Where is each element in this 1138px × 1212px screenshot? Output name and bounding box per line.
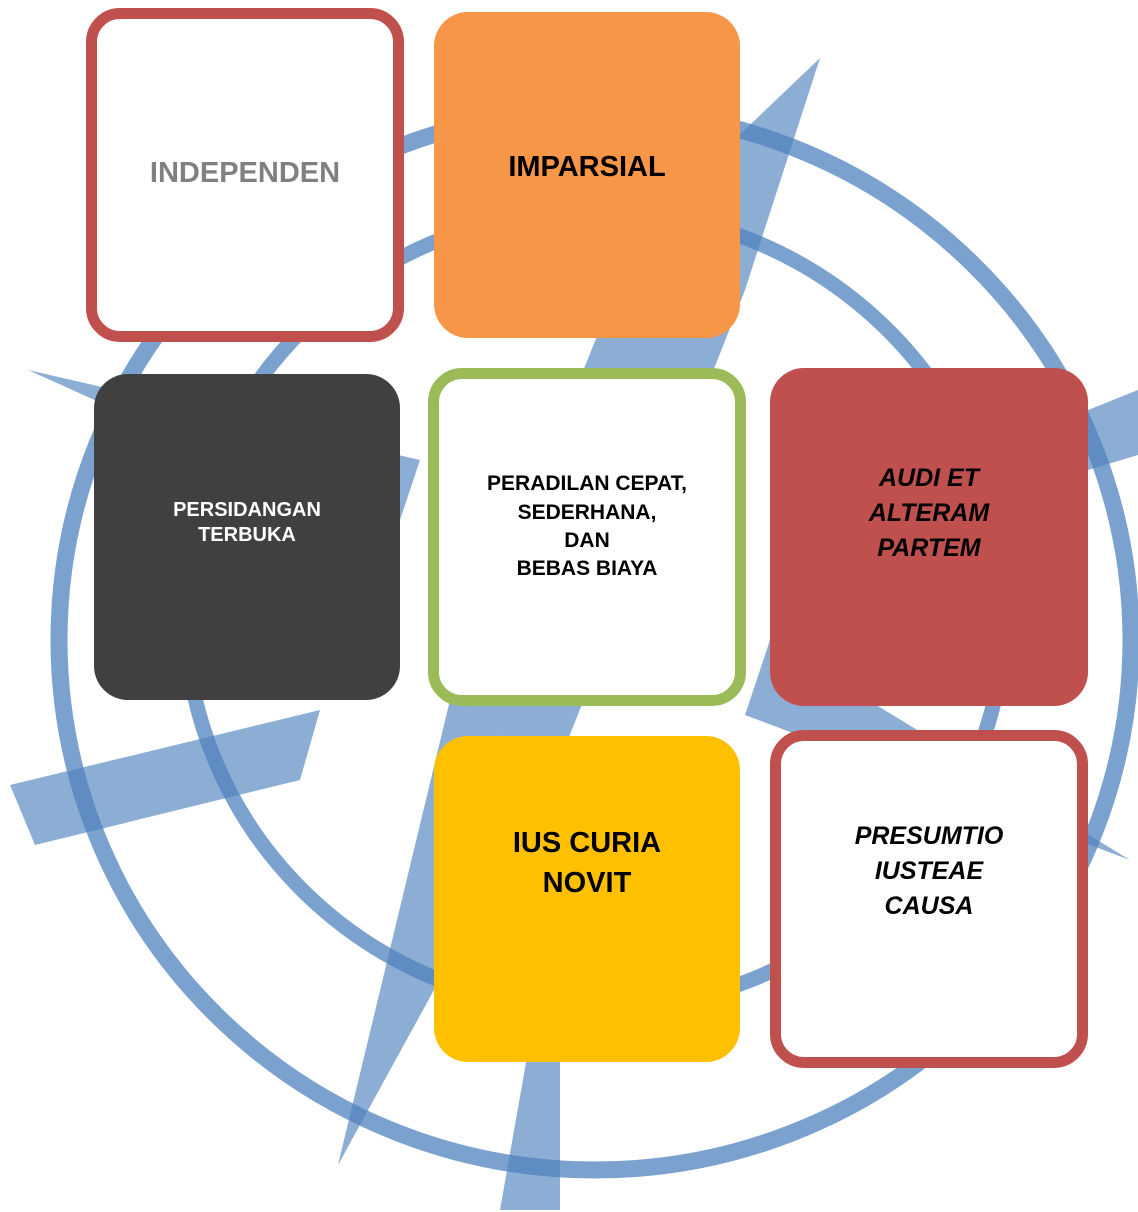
box-peradilan-cepat: PERADILAN CEPAT, SEDERHANA, DAN BEBAS BI… <box>428 368 746 706</box>
box-ius-curia-novit: IUS CURIA NOVIT <box>434 736 740 1062</box>
box-persidangan-label: PERSIDANGAN TERBUKA <box>173 499 321 546</box>
box-independen-label: INDEPENDEN <box>149 156 341 189</box>
box-ius-label: IUS CURIA NOVIT <box>512 826 662 899</box>
box-imparsial-label: IMPARSIAL <box>508 150 666 183</box>
compass-arm-left <box>10 710 320 845</box>
box-audi-label: AUDI ET ALTERAM PARTEM <box>868 463 990 562</box>
box-independen: INDEPENDEN <box>86 8 404 342</box>
compass-arm-bottom <box>500 1040 560 1210</box>
box-peradilan-label: PERADILAN CEPAT, SEDERHANA, DAN BEBAS BI… <box>487 472 687 581</box>
box-presumtio-label: PRESUMTIO IUSTEAE CAUSA <box>854 821 1004 920</box>
box-persidangan-terbuka: PERSIDANGAN TERBUKA <box>94 374 400 700</box>
box-audi-et-alteram-partem: AUDI ET ALTERAM PARTEM <box>770 368 1088 706</box>
box-imparsial: IMPARSIAL <box>434 12 740 338</box>
box-presumtio-iusteae-causa: PRESUMTIO IUSTEAE CAUSA <box>770 730 1088 1068</box>
